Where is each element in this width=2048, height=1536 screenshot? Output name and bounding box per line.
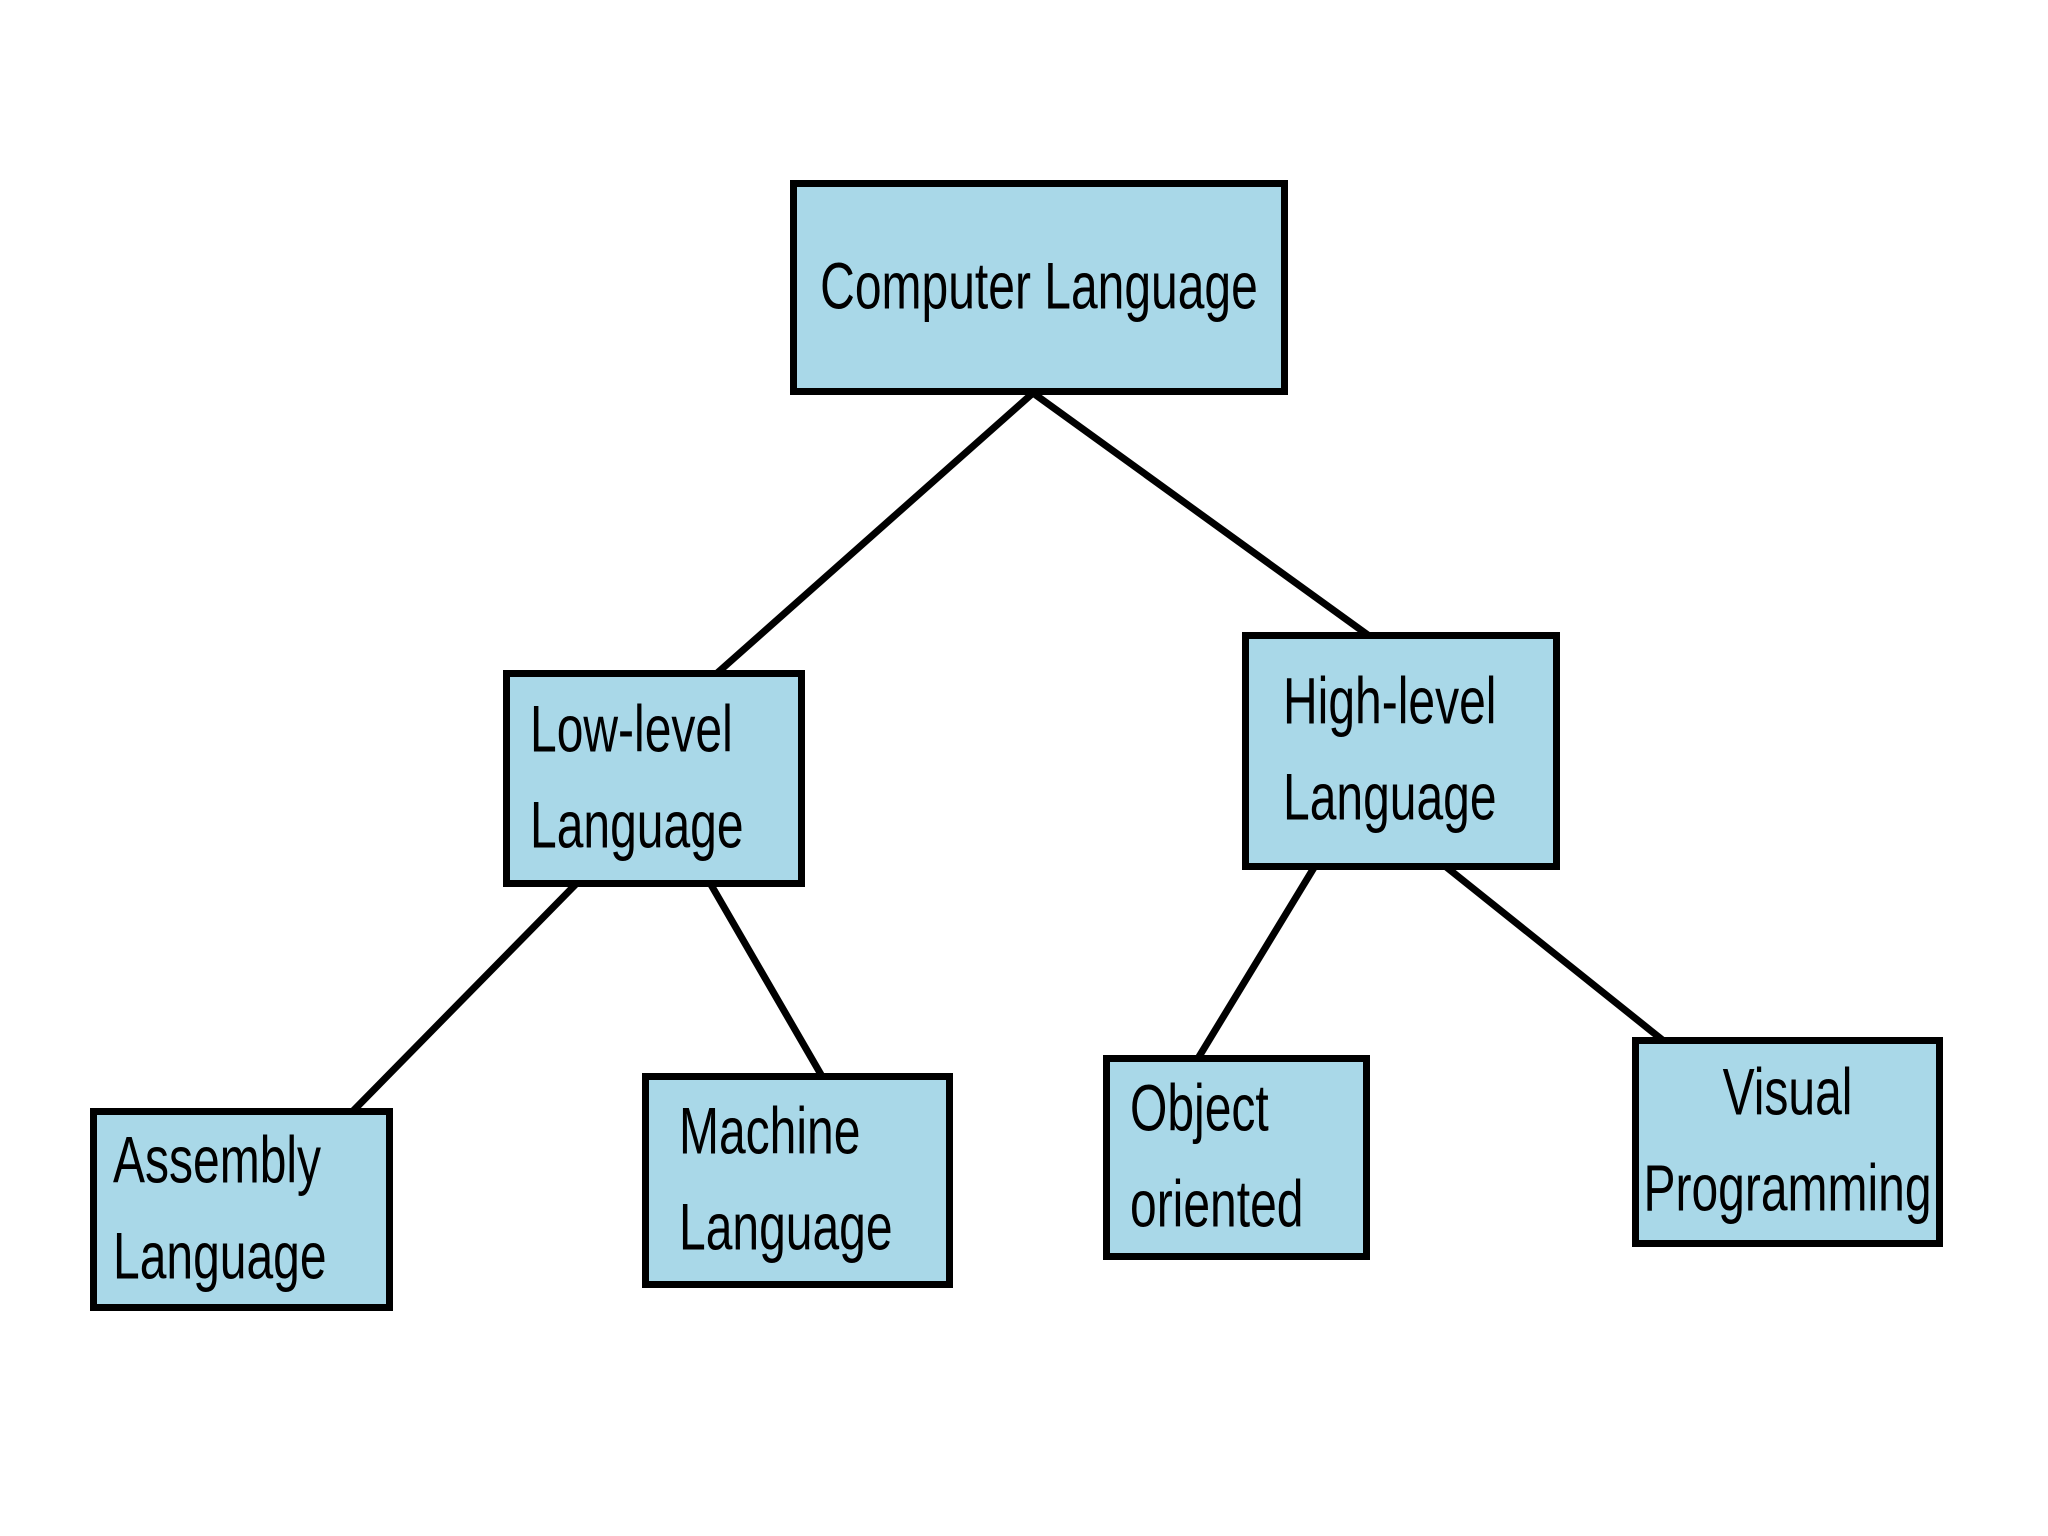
node-low-level-language: Low-level Language — [503, 670, 805, 887]
node-computer-language: Computer Language — [790, 180, 1288, 395]
node-machine-language-label: Machine Language — [679, 1095, 893, 1265]
node-low-level-language-label: Low-level Language — [530, 693, 744, 863]
node-high-level-language-label: High-level Language — [1283, 666, 1497, 835]
node-visual-programming: Visual Programming — [1632, 1037, 1943, 1247]
edge-computer-to-high — [1030, 390, 1375, 641]
node-visual-programming-label: Visual Programming — [1643, 1057, 1932, 1226]
node-assembly-language: Assembly Language — [90, 1108, 393, 1311]
node-object-oriented: Object oriented — [1103, 1055, 1370, 1260]
node-assembly-language-label: Assembly Language — [113, 1124, 327, 1294]
edge-computer-to-low — [712, 390, 1036, 678]
node-high-level-language: High-level Language — [1242, 632, 1560, 870]
edge-low-to-assembly — [349, 880, 580, 1115]
edge-high-to-object — [1194, 864, 1318, 1062]
edge-low-to-machine — [706, 881, 827, 1080]
node-object-oriented-label: Object oriented — [1130, 1072, 1304, 1242]
node-machine-language: Machine Language — [642, 1073, 953, 1288]
node-computer-language-label: Computer Language — [820, 250, 1258, 324]
edge-high-to-visual — [1442, 863, 1668, 1045]
